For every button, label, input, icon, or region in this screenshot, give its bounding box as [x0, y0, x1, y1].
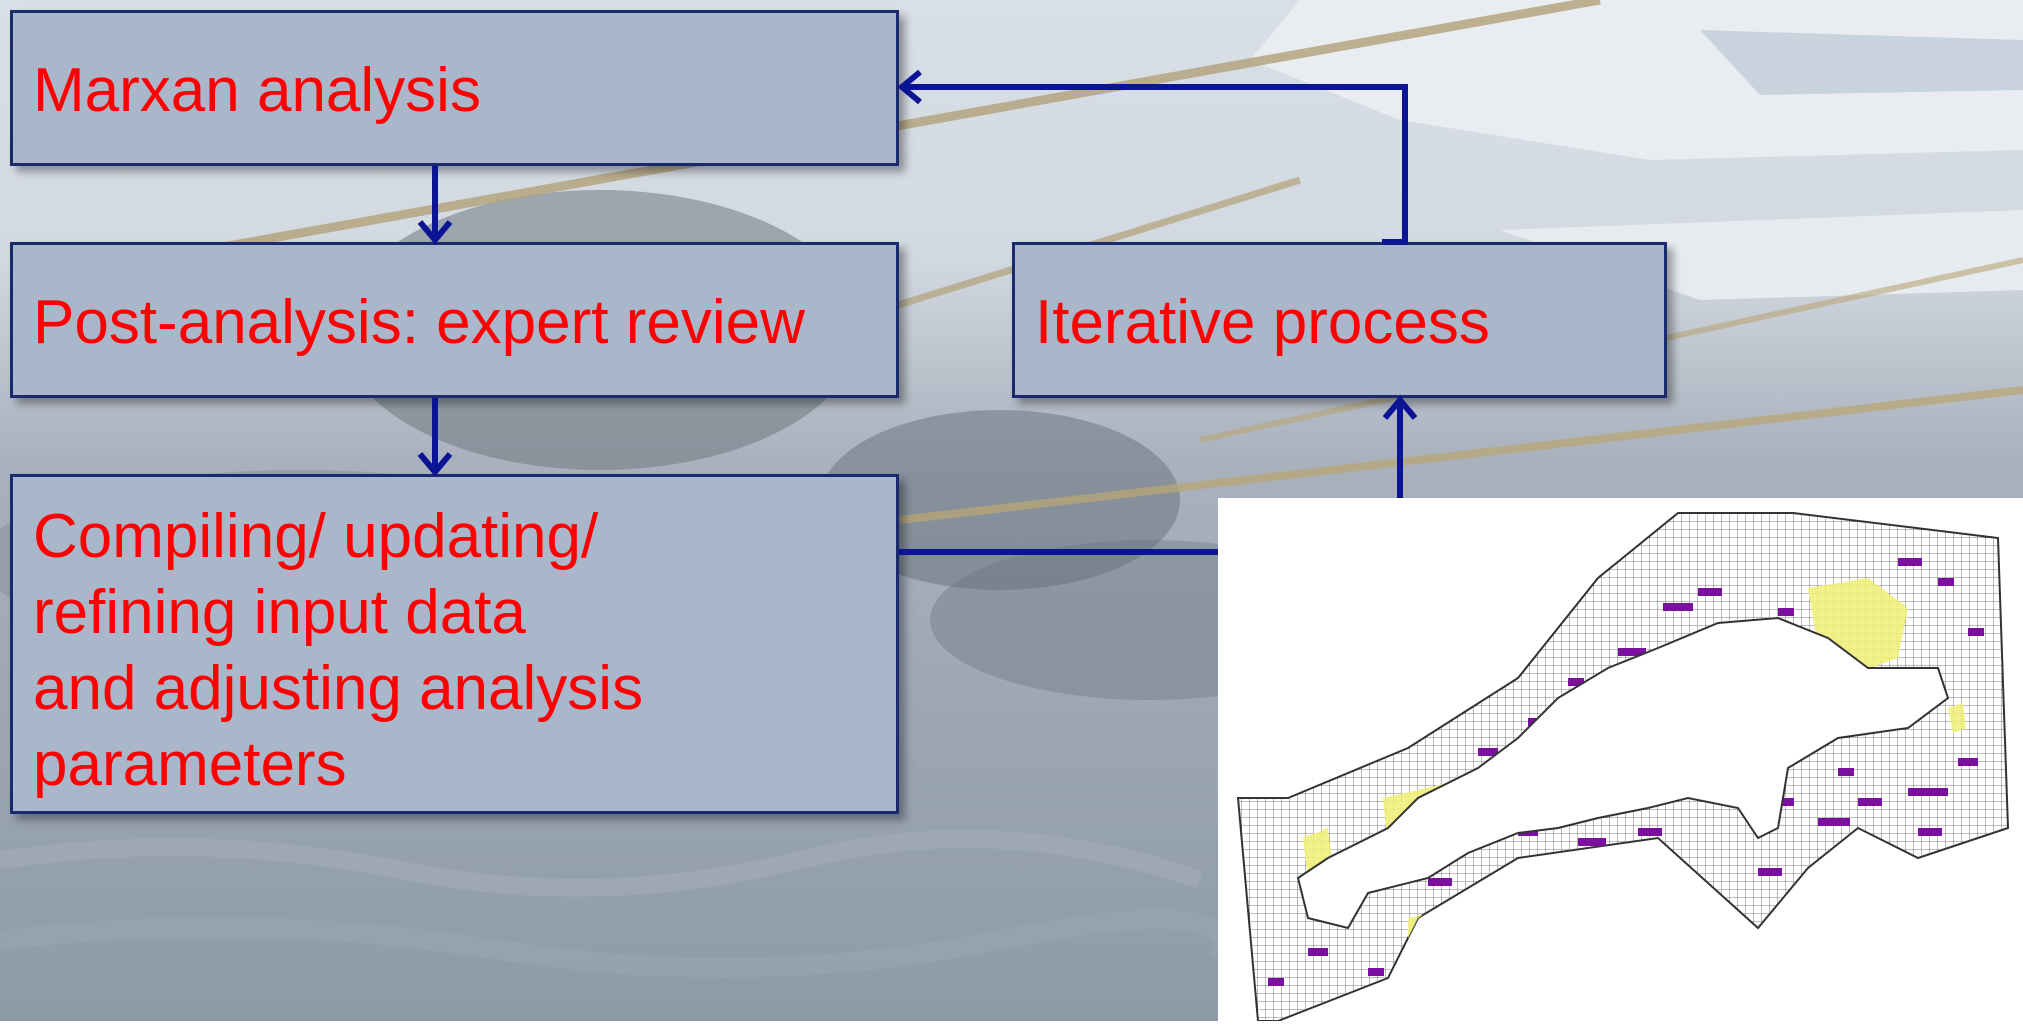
highlight-area — [1408, 908, 1468, 978]
marxan-analysis-label: Marxan analysis — [33, 56, 481, 125]
planning-units-map — [1218, 498, 2023, 1022]
post-analysis-box: Post-analysis: expert review — [10, 242, 899, 398]
iterative-process-label: Iterative process — [1035, 288, 1490, 357]
post-analysis-label: Post-analysis: expert review — [33, 288, 805, 357]
compiling-data-box: Compiling/ updating/ refining input data… — [10, 474, 899, 814]
map-interior — [1296, 616, 1950, 930]
highlight-area — [1948, 703, 1966, 733]
iterative-process-box: Iterative process — [1012, 242, 1667, 398]
compiling-data-label: Compiling/ updating/ refining input data… — [33, 502, 644, 799]
marxan-analysis-box: Marxan analysis — [10, 10, 899, 166]
